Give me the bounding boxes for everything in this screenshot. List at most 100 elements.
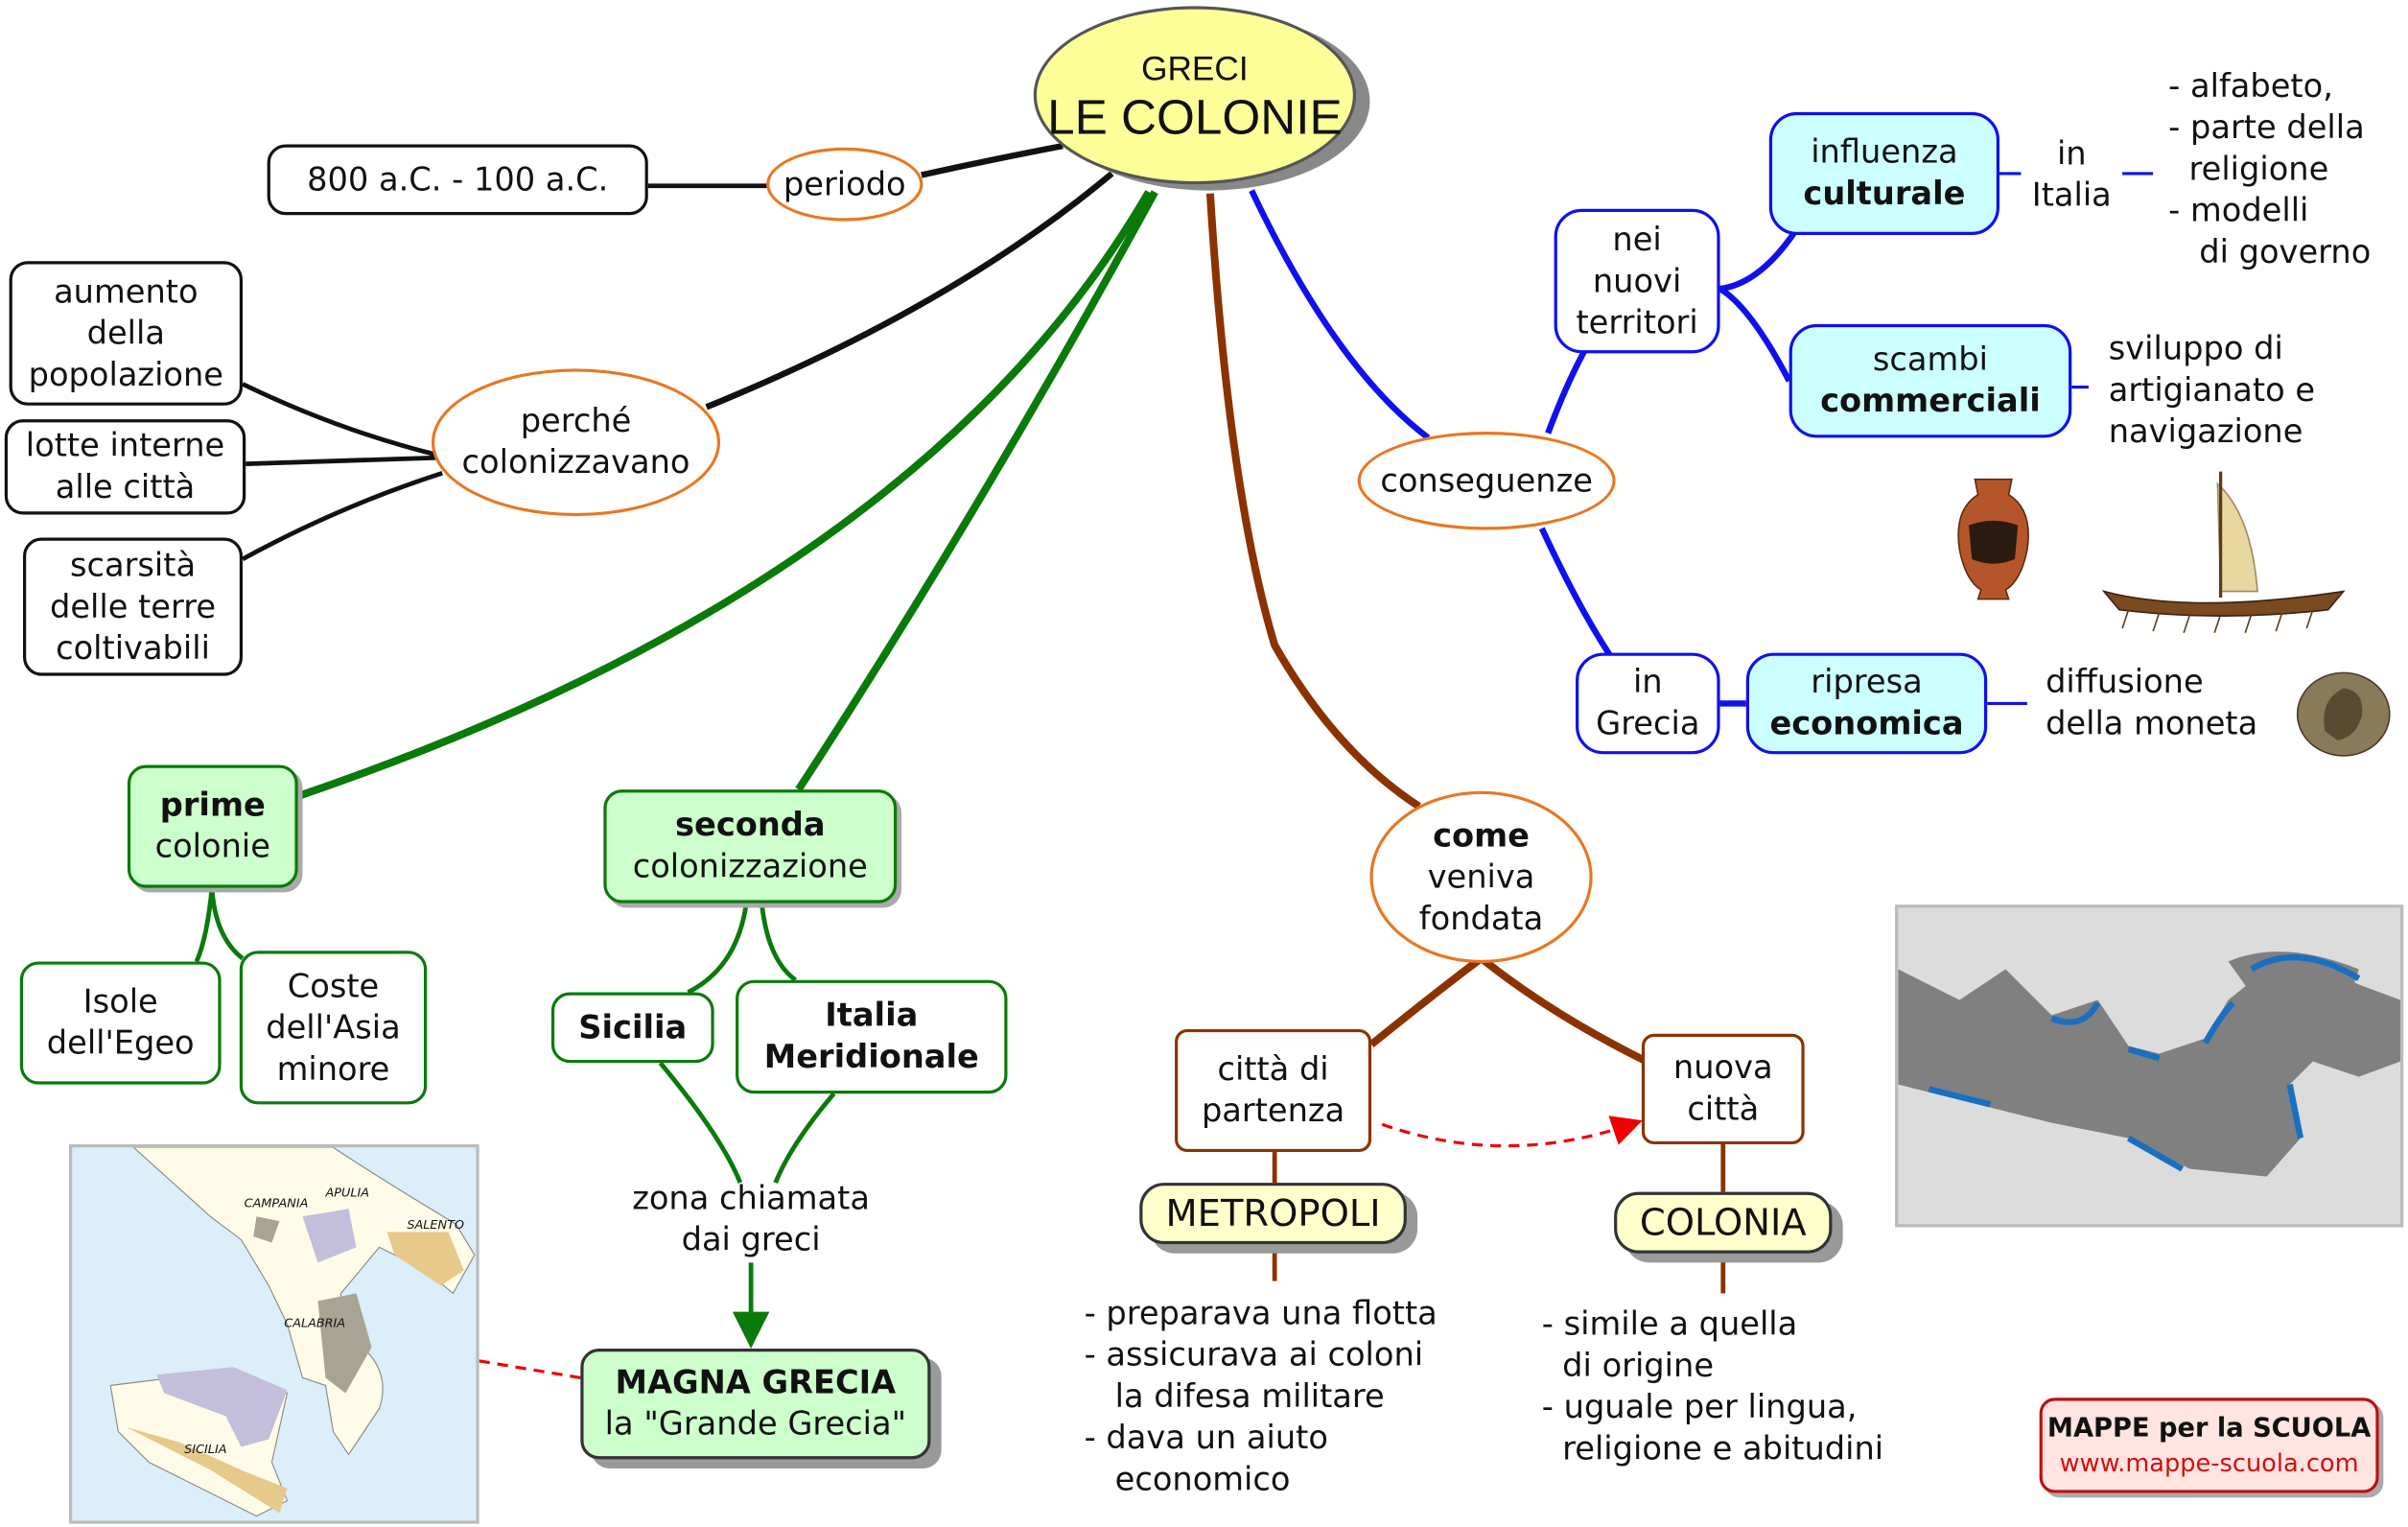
list-item: religione bbox=[2168, 150, 2329, 188]
line-conseguenze-grecia bbox=[1538, 527, 1619, 666]
text: in bbox=[1632, 663, 1663, 701]
greek-vase-image bbox=[1957, 478, 2029, 600]
text: delle terre bbox=[50, 587, 217, 624]
line-conseguenze-nuovi bbox=[1545, 348, 1588, 435]
line-title-seconda bbox=[795, 190, 1158, 792]
text: veniva bbox=[1427, 857, 1535, 895]
text: minore bbox=[276, 1049, 390, 1087]
economica-desc: diffusione della moneta bbox=[2046, 662, 2257, 744]
line-perche-r3 bbox=[241, 470, 443, 562]
magna-grecia-node: MAGNA GRECIA la "Grande Grecia" bbox=[580, 1349, 931, 1460]
text: nei bbox=[1612, 220, 1662, 258]
map-label: CALABRIA bbox=[284, 1316, 346, 1330]
map-label: SALENTO bbox=[407, 1217, 464, 1233]
text: zona chiamata bbox=[632, 1179, 870, 1217]
text: culturale bbox=[1803, 175, 1966, 212]
text: partenza bbox=[1201, 1092, 1345, 1130]
text: popolazione bbox=[28, 355, 224, 393]
nuovi-territori-node: nei nuovi territori bbox=[1554, 208, 1720, 354]
logo-title: MAPPE per la SCUOLA bbox=[2046, 1413, 2372, 1445]
text: territori bbox=[1576, 303, 1698, 341]
line-come-partenza bbox=[1368, 956, 1482, 1048]
line-prime-coste bbox=[209, 887, 245, 961]
text: colonie bbox=[154, 828, 270, 865]
map-label: SICILIA bbox=[184, 1442, 227, 1457]
map-label: APULIA bbox=[325, 1186, 370, 1200]
bullet: di origine bbox=[1541, 1347, 1715, 1384]
periodo-node: periodo bbox=[766, 147, 923, 222]
metropoli-bullets: - preparava una flotta - assicurava ai c… bbox=[1085, 1293, 1438, 1500]
colonia-tag: COLONIA bbox=[1614, 1191, 1833, 1254]
text: MAGNA GRECIA bbox=[615, 1364, 897, 1401]
perche-line1: perché bbox=[520, 402, 632, 440]
bullet: economico bbox=[1084, 1460, 1291, 1498]
list-item: - modelli bbox=[2168, 192, 2309, 229]
text: alle città bbox=[55, 468, 196, 505]
coin-image bbox=[2296, 671, 2391, 757]
text: la "Grande Grecia" bbox=[604, 1405, 907, 1443]
conseguenze-node: conseguenze bbox=[1357, 431, 1616, 530]
text: nuovi bbox=[1592, 262, 1682, 299]
commerciali-desc: sviluppo di artigianato e navigazione bbox=[2109, 329, 2315, 454]
mappe-scuola-logo[interactable]: MAPPE per la SCUOLA www.mappe-scuola.com bbox=[2039, 1398, 2379, 1493]
text: colonizzazione bbox=[632, 847, 868, 885]
text: sviluppo di bbox=[2108, 330, 2283, 367]
text: artigianato e bbox=[2108, 371, 2316, 409]
line-seconda-sicilia bbox=[687, 903, 749, 995]
line-seconda-italia bbox=[759, 903, 797, 982]
text: seconda bbox=[674, 806, 826, 844]
coste-asia-node: Coste dell'Asia minore bbox=[239, 951, 428, 1105]
bullet: la difesa militare bbox=[1084, 1377, 1385, 1415]
greek-ship-image bbox=[2101, 471, 2346, 634]
text: Coste bbox=[287, 967, 380, 1004]
map-label: CAMPANIA bbox=[244, 1196, 309, 1210]
text: scambi bbox=[1872, 341, 1988, 378]
map-shapes bbox=[109, 1147, 476, 1517]
mediterranean-shapes bbox=[1898, 951, 2400, 1177]
colonia-bullets: - simile a quella di origine - uguale pe… bbox=[1542, 1304, 1883, 1470]
list-item: - parte della bbox=[2168, 108, 2365, 147]
sicilia-node: Sicilia bbox=[550, 992, 714, 1064]
list-item: - alfabeto, bbox=[2168, 67, 2333, 105]
text: prime bbox=[159, 786, 266, 824]
text: come bbox=[1433, 816, 1530, 854]
prime-colonie-node: prime colonie bbox=[127, 764, 298, 888]
text: dell'Asia bbox=[266, 1008, 401, 1045]
bullet: - dava un aiuto bbox=[1084, 1419, 1328, 1457]
title-line1: GRECI bbox=[1141, 48, 1249, 87]
influenza-culturale-node: influenza culturale bbox=[1768, 111, 2000, 236]
logo-url[interactable]: www.mappe-scuola.com bbox=[2059, 1448, 2359, 1478]
line-nuovi-culturale bbox=[1719, 231, 1797, 293]
bullet: religione e abitudini bbox=[1541, 1429, 1884, 1468]
list-item: di governo bbox=[2168, 233, 2372, 270]
line-sicilia-zona bbox=[658, 1061, 743, 1184]
mediterranean-map bbox=[1895, 904, 2404, 1228]
bullet: - preparava una flotta bbox=[1084, 1294, 1438, 1332]
text: città bbox=[1687, 1090, 1760, 1128]
text: influenza bbox=[1811, 133, 1958, 171]
scambi-commerciali-node: scambi commerciali bbox=[1788, 323, 2072, 438]
text: fondata bbox=[1418, 899, 1544, 937]
text: ripresa bbox=[1811, 663, 1923, 701]
line-title-conseguenze bbox=[1249, 189, 1431, 440]
text: Isole bbox=[82, 982, 158, 1021]
text: economica bbox=[1769, 705, 1964, 742]
text: commerciali bbox=[1820, 382, 2041, 420]
line-nuovi-commerciali bbox=[1718, 286, 1792, 383]
line-title-come bbox=[1205, 193, 1421, 810]
perche-node: perché colonizzavano bbox=[431, 368, 721, 517]
text: della moneta bbox=[2046, 705, 2258, 742]
text: Italia bbox=[825, 997, 919, 1034]
perche-line2: colonizzavano bbox=[461, 443, 690, 482]
